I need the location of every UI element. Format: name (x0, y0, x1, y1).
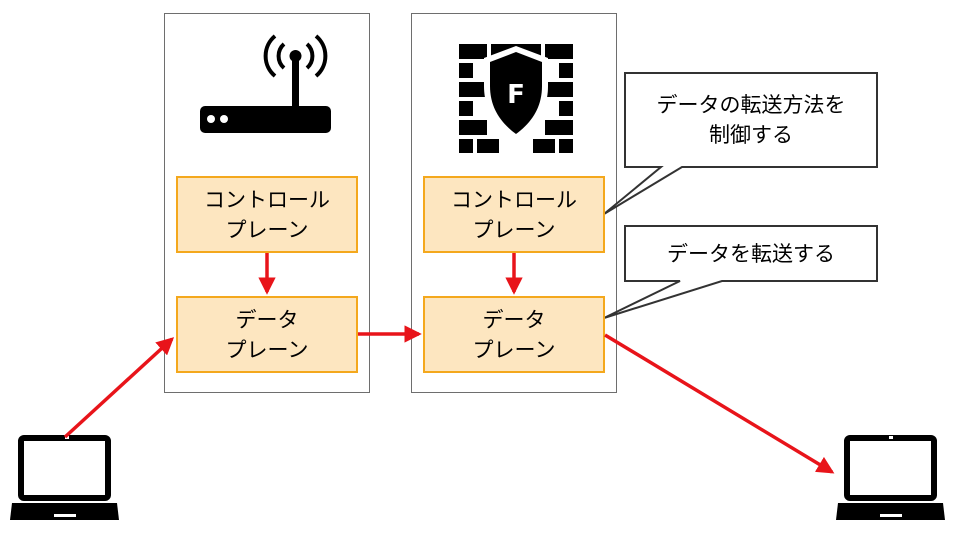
firewall-control-plane: コントロール プレーン (423, 176, 605, 253)
router-data-plane: データ プレーン (176, 296, 358, 373)
router-data-plane-line-2: プレーン (225, 337, 309, 362)
callout-data-text: データを転送する (625, 226, 877, 281)
firewall-data-plane-line-1: データ (482, 307, 546, 332)
firewall-data-plane: データ プレーン (423, 296, 605, 373)
arrow-firewall-to-laptop (604, 333, 835, 474)
callout-data-line-1: データを転送する (667, 241, 835, 266)
firewall-control-plane-line-1: コントロール (451, 187, 577, 212)
callout-control-line-2: 制御する (709, 123, 793, 147)
firewall-control-plane-line-2: プレーン (472, 217, 556, 242)
firewall-data-plane-line-2: プレーン (472, 337, 556, 362)
callout-control-line-1: データの転送方法を (656, 93, 846, 117)
router-control-plane: コントロール プレーン (176, 176, 358, 253)
callout-control-text: データの転送方法を 制御する (625, 73, 877, 167)
router-control-plane-line-2: プレーン (225, 217, 309, 242)
router-control-plane-line-1: コントロール (204, 187, 330, 212)
arrow-laptop-to-router (63, 337, 175, 439)
router-data-plane-line-1: データ (235, 307, 299, 332)
